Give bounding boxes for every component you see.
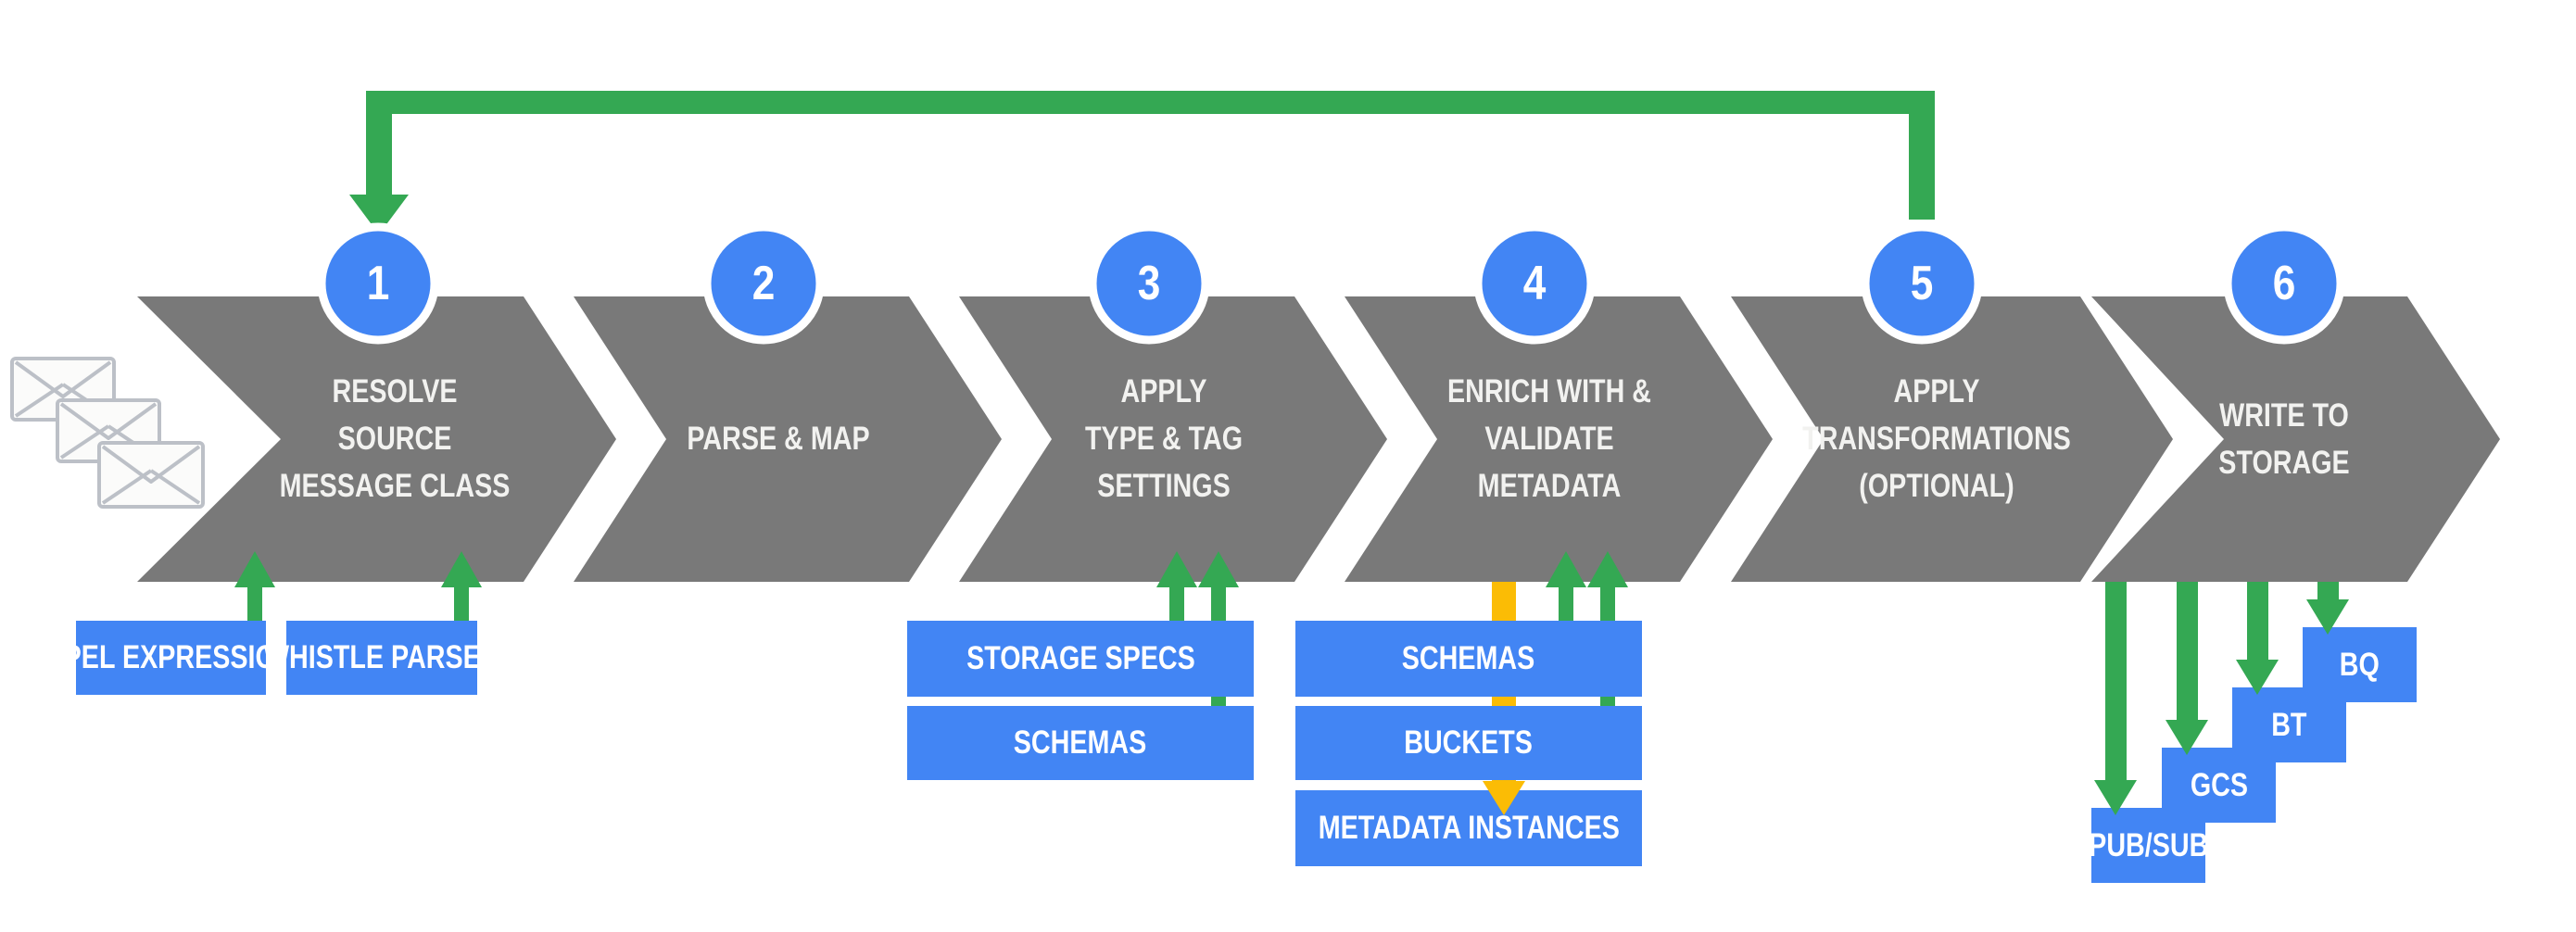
step-circle-4 <box>1473 222 1596 345</box>
green-down-arrow-gcs <box>2166 582 2208 755</box>
green-up-arrow-storage-specs <box>1156 551 1197 623</box>
step-number-3: 3 <box>1137 257 1161 310</box>
box-storage-specs: STORAGE SPECS <box>907 621 1254 697</box>
green-up-arrow-schemas-4 <box>1546 551 1586 623</box>
yellow-down-arrow-head <box>1483 781 1525 815</box>
step-6-line-2: STORAGE <box>2218 445 2350 481</box>
step-1-line-3: MESSAGE CLASS <box>279 468 511 504</box>
box-pubsub: PUB/SUB <box>2088 808 2209 883</box>
step-number-1: 1 <box>366 257 390 310</box>
box-schemas-step4-label: SCHEMAS <box>1402 640 1535 676</box>
envelope-stack-icon <box>10 357 205 509</box>
step-circle-5 <box>1861 222 1983 345</box>
step-4-line-2: VALIDATE <box>1484 421 1614 457</box>
box-schemas-step3-label: SCHEMAS <box>1014 724 1147 761</box>
step-number-5: 5 <box>1910 257 1934 310</box>
feedback-loop-arrow <box>349 91 1935 234</box>
step-1-line-1: RESOLVE <box>332 373 458 409</box>
box-buckets-label: BUCKETS <box>1404 724 1534 761</box>
box-bq: BQ <box>2303 627 2417 702</box>
step-4-line-1: ENRICH WITH & <box>1446 373 1652 409</box>
step-number-2: 2 <box>751 257 776 310</box>
chevron-step-3 <box>959 296 1387 582</box>
chevron-step-5 <box>1731 296 2173 582</box>
box-buckets: BUCKETS <box>1295 706 1642 780</box>
step-1-line-2: SOURCE <box>337 421 452 457</box>
step-circle-6 <box>2223 222 2345 345</box>
step-number-6: 6 <box>2272 257 2296 310</box>
step-2-label: PARSE & MAP <box>619 415 938 462</box>
step-number-4: 4 <box>1522 257 1547 310</box>
step-4-line-3: METADATA <box>1477 468 1622 504</box>
box-gcs: GCS <box>2162 748 2276 823</box>
step-5-line-1: APPLY <box>1893 373 1980 409</box>
step-4-label: ENRICH WITH & VALIDATE METADATA <box>1390 368 1709 510</box>
chevron-step-1 <box>137 296 616 582</box>
box-bq-label: BQ <box>2339 646 2380 683</box>
box-spel-expression-label: SPEL EXPRESSION <box>45 639 297 675</box>
envelope-icon <box>97 441 205 509</box>
step-1-label: RESOLVE SOURCE MESSAGE CLASS <box>235 368 554 510</box>
step-5-label: APPLY TRANSFORMATIONS (OPTIONAL) <box>1777 368 2096 510</box>
chevron-step-6 <box>2091 296 2500 582</box>
step-6-line-1: WRITE TO <box>2219 397 2349 434</box>
green-down-arrow-bq <box>2306 582 2349 635</box>
box-pubsub-label: PUB/SUB <box>2088 826 2209 863</box>
box-metadata-instances-label: METADATA INSTANCES <box>1318 810 1620 846</box>
box-schemas-step4: SCHEMAS <box>1295 621 1642 697</box>
step-6-label: WRITE TO STORAGE <box>2125 392 2443 486</box>
step-5-line-2: TRANSFORMATIONS <box>1802 421 2071 457</box>
green-down-arrow-pubsub <box>2094 582 2137 815</box>
step-circle-1 <box>317 222 439 345</box>
chevron-step-4 <box>1345 296 1773 582</box>
green-up-arrow-spel-expression <box>234 551 275 623</box>
box-gcs-label: GCS <box>2190 766 2248 803</box>
box-whistle-parser: WHISTLE PARSER <box>264 621 499 695</box>
step-3-line-2: TYPE & TAG <box>1084 421 1244 457</box>
box-whistle-parser-label: WHISTLE PARSER <box>263 639 500 675</box>
step-circle-3 <box>1088 222 1210 345</box>
box-bt-label: BT <box>2271 706 2307 743</box>
box-spel-expression: SPEL EXPRESSION <box>46 621 296 695</box>
step-3-label: APPLY TYPE & TAG SETTINGS <box>1004 368 1323 510</box>
chevron-step-2 <box>574 296 1002 582</box>
box-metadata-instances: METADATA INSTANCES <box>1295 790 1642 866</box>
green-down-arrow-bt <box>2236 582 2279 695</box>
box-storage-specs-label: STORAGE SPECS <box>966 640 1195 676</box>
step-3-line-3: SETTINGS <box>1097 468 1231 504</box>
box-schemas-step3: SCHEMAS <box>907 706 1254 780</box>
green-up-arrow-whistle-parser <box>441 551 482 623</box>
step-2-line-1: PARSE & MAP <box>687 421 870 457</box>
step-3-line-1: APPLY <box>1120 373 1207 409</box>
step-5-line-3: (OPTIONAL) <box>1859 468 2014 504</box>
step-circle-2 <box>702 222 825 345</box>
